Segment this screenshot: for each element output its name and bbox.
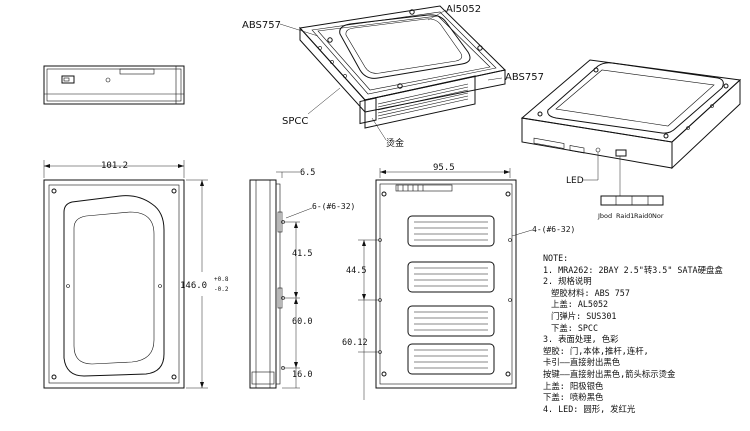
dim-tol-plus: +0.8 — [214, 276, 229, 283]
switch-mode-raid0: Raid0 — [634, 212, 652, 220]
note-line: 1. MRA262: 2BAY 2.5"转3.5" SATA硬盘盒 — [543, 264, 723, 275]
dim-height-side: 146.0 — [180, 281, 207, 291]
switch-mode-raid1: Raid1 — [616, 212, 634, 220]
dim-width-top: 101.2 — [101, 161, 128, 171]
note-line: 按键——直接射出黑色,箭头标示烫金 — [543, 368, 676, 379]
note-line: 下盖: 喷粉黑色 — [543, 392, 604, 403]
switch-mode-jbod: Jbod — [597, 212, 612, 220]
dim-side-60: 60.0 — [292, 317, 312, 327]
note-line: 上盖: 阳极银色 — [543, 380, 604, 391]
dim-bottom-44: 44.5 — [346, 266, 366, 276]
iso-view-top — [279, 5, 507, 141]
note-line: 上盖: AL5052 — [551, 299, 609, 310]
note-line: 3. 表面处理, 色彩 — [543, 334, 619, 345]
label-hot-stamp: 烫金 — [386, 137, 404, 149]
dim-side-screw: 6-(#6-32) — [312, 202, 355, 211]
note-line: 门弹片: SUS301 — [551, 310, 617, 321]
label-spcc: SPCC — [282, 116, 308, 127]
dim-bottom-screw: 4-(#6-32) — [532, 225, 575, 234]
dim-tol-minus: -0.2 — [214, 286, 229, 293]
label-al5052: Al5052 — [446, 4, 481, 15]
note-line: 塑胶: 门,本体,推杆,连杆, — [543, 345, 649, 356]
dim-side-16: 16.0 — [292, 370, 312, 380]
label-led: LED — [566, 176, 584, 186]
notes-block: NOTE: 1. MRA262: 2BAY 2.5"转3.5" SATA硬盘盒 … — [543, 253, 743, 415]
label-abs757-top: ABS757 — [242, 20, 281, 31]
note-line: 2. 规格说明 — [543, 276, 592, 287]
switch-mode-nor: Nor — [652, 212, 664, 220]
label-abs757-right: ABS757 — [505, 72, 544, 83]
front-view — [43, 65, 185, 105]
side-view — [249, 171, 313, 389]
iso-view-rear — [520, 59, 742, 206]
bottom-view — [358, 168, 533, 400]
notes-title: NOTE: — [543, 253, 569, 263]
note-line: 下盖: SPCC — [551, 322, 599, 333]
top-view — [43, 160, 208, 389]
dim-bottom-width: 95.5 — [433, 163, 455, 173]
dim-side-top: 6.5 — [300, 168, 315, 178]
note-line: 4. LED: 圆形, 发红光 — [543, 403, 636, 414]
dim-bottom-60: 60.12 — [342, 338, 368, 348]
note-line: 卡引——直接射出黑色 — [543, 357, 621, 368]
dim-side-41: 41.5 — [292, 249, 312, 259]
note-line: 塑胶材料: ABS 757 — [551, 287, 630, 298]
